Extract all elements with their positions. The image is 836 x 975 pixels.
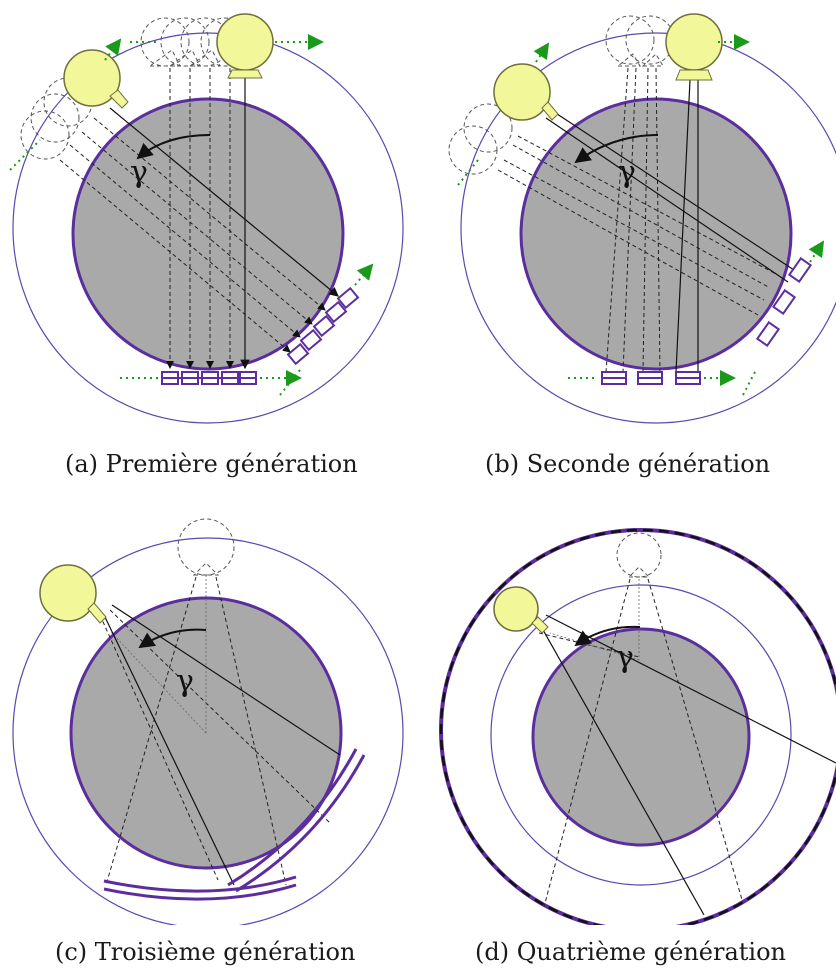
gantry-ring: [12, 537, 404, 925]
diagram-third-generation: γ: [12, 518, 404, 925]
translation-arrows: [9, 34, 374, 396]
panel-fourth-generation: γ: [418, 505, 836, 925]
panel-third-generation: γ: [0, 505, 420, 925]
caption-panel-b: (b) Seconde génération: [485, 450, 771, 478]
panel-second-generation: γ: [418, 0, 836, 440]
gamma-angle-label: γ: [176, 664, 194, 699]
detector-array-bottom: [601, 371, 701, 385]
x-ray-source: [493, 586, 549, 634]
gamma-angle-label: γ: [618, 155, 636, 190]
curved-detector-array: [103, 748, 366, 901]
beam-paths-vertical: [166, 68, 234, 369]
ghost-sources-top: [605, 15, 675, 67]
gantry-ring: [490, 584, 792, 886]
gantry-ring: [12, 32, 404, 424]
detector-ring-dashes: [439, 528, 836, 925]
angle-guides: [549, 579, 640, 661]
caption-panel-a: (a) Première génération: [65, 450, 358, 478]
gamma-angle-label: γ: [616, 640, 634, 675]
rotation-arrow: [574, 625, 641, 647]
beam-fan-active: [545, 79, 795, 373]
x-ray-source-top: [216, 13, 274, 79]
fan-beam-active: [103, 604, 341, 886]
x-ray-source: [39, 564, 107, 624]
x-ray-source-left: [493, 63, 559, 121]
rotation-arrow: [138, 628, 207, 649]
angle-guides: [109, 575, 207, 734]
gamma-angle-label: γ: [130, 155, 148, 190]
rotation-arrow: [136, 134, 211, 160]
caption-panel-d: (d) Quatrième génération: [475, 938, 786, 966]
panel-first-generation: γ: [0, 0, 420, 440]
diagram-second-generation: γ: [448, 13, 836, 424]
ghost-source-top: [616, 532, 662, 578]
detector-array-diagonal: [286, 286, 360, 366]
translation-arrows: [457, 34, 825, 396]
patient-body: [531, 627, 751, 847]
detector-array-diagonal: [755, 256, 813, 348]
patient-body: [71, 97, 345, 371]
beam-fans-dashed: [497, 67, 777, 373]
gantry-ring: [460, 32, 836, 424]
beam-paths-diagonal: [59, 117, 326, 353]
x-ray-source-top: [665, 13, 723, 81]
patient-body: [519, 97, 793, 371]
rotation-arrow: [574, 134, 659, 164]
beam-path-active-diagonal: [109, 107, 339, 297]
x-ray-source-left: [63, 49, 129, 109]
ghost-sources-left: [448, 103, 513, 175]
fan-beam-active: [537, 614, 836, 916]
diagram-first-generation: γ: [9, 13, 404, 424]
diagram-fourth-generation: γ: [439, 528, 836, 925]
caption-panel-c: (c) Troisième génération: [55, 938, 356, 966]
ghost-source-top: [177, 518, 235, 576]
detector-array-bottom: [161, 371, 257, 385]
